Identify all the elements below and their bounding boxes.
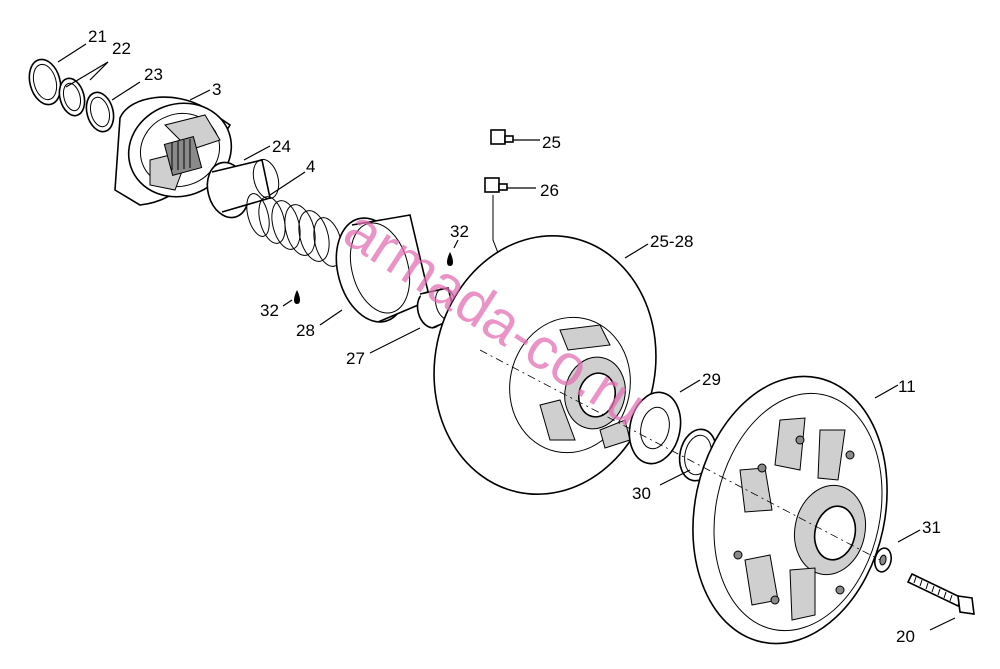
part-23-seal-ring [85,91,115,133]
callout-25-28: 25-28 [650,232,693,251]
part-11-fixed-sheave [692,375,888,645]
part-24-bushing [206,158,280,219]
callout-26: 26 [540,181,559,200]
part-3-cam-housing [114,96,233,206]
callout-3: 3 [212,80,221,99]
callout-23: 23 [144,65,163,84]
lubricant-drop-icon [294,290,300,304]
part-25-28-sheave [433,235,657,495]
part-31-washer [873,547,893,573]
part-26-block [484,177,508,193]
callout-31: 31 [922,518,941,537]
part-22-ring [58,77,86,117]
callout-20: 20 [896,627,915,646]
part-28-ring [335,214,431,323]
lubricant-drop-icon [447,252,453,266]
callout-11: 11 [898,377,916,396]
part-29-washer [628,391,682,465]
callout-29: 29 [702,370,721,389]
callout-24: 24 [272,137,291,156]
leader-lines [57,43,956,631]
leader-arrow [492,195,501,259]
callout-28: 28 [296,321,315,340]
callout-labels: 21 22 23 3 24 4 25 26 25-28 32 32 28 27 … [88,27,941,646]
part-20-bolt [906,572,975,615]
callout-32-top: 32 [450,222,469,241]
center-axis [479,349,881,561]
callout-4: 4 [306,157,315,176]
callout-25: 25 [542,133,561,152]
callout-22: 22 [112,39,131,58]
callout-27: 27 [346,349,365,368]
part-25-block [490,129,514,145]
callout-21: 21 [88,27,107,46]
part-21-circlip [28,58,62,106]
callout-30: 30 [632,484,651,503]
callout-32-left: 32 [260,301,279,320]
part-4-spring [246,193,343,267]
